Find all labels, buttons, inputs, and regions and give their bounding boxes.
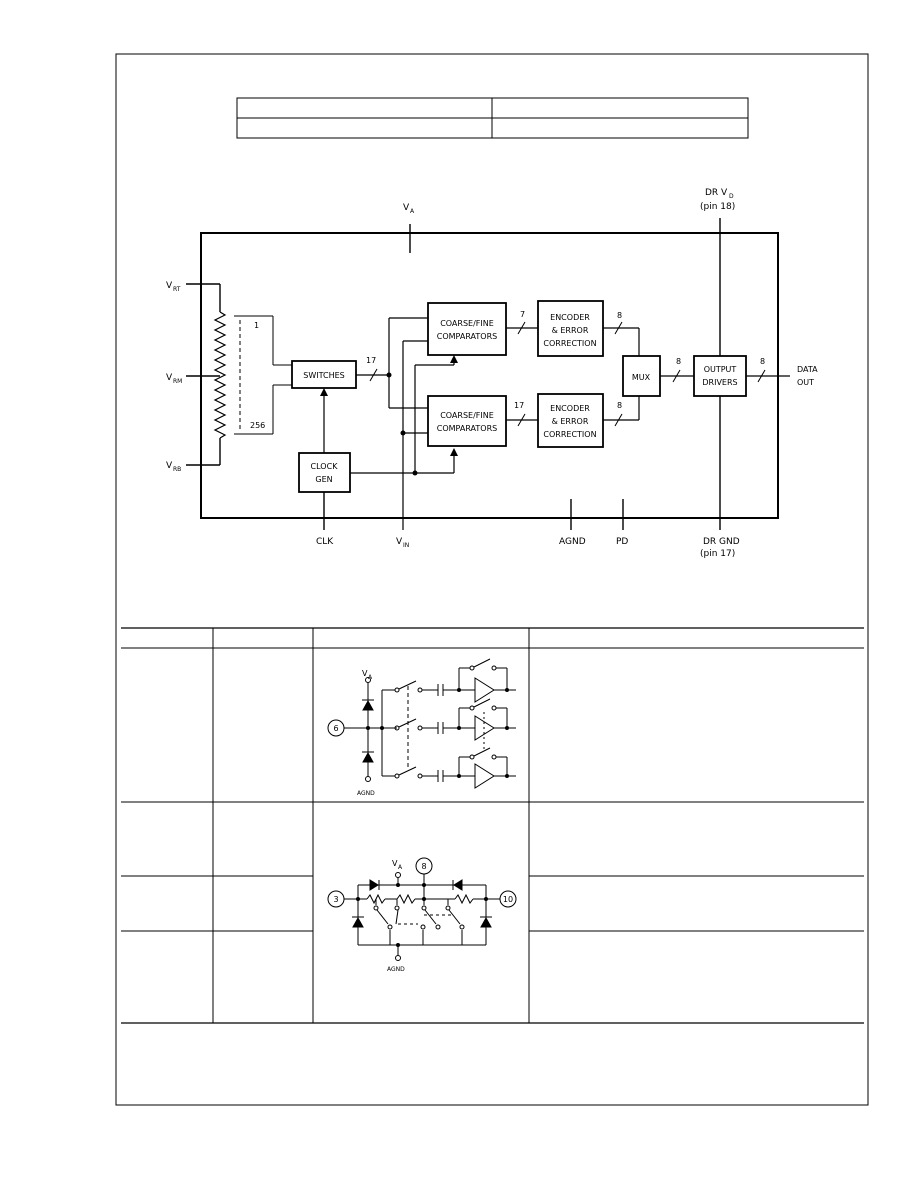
vrb-sub: RB	[173, 466, 181, 473]
enc-top-2: & ERROR	[552, 326, 589, 335]
enc-bot-3: CORRECTION	[543, 430, 596, 439]
bus-enc-top: 8	[617, 311, 622, 320]
block-diagram: V A DR V D (pin 18) V RT V RM V RB	[166, 188, 818, 559]
bus-out: 8	[760, 357, 765, 366]
s1-va: V	[362, 669, 368, 678]
vrt-label: V	[166, 281, 173, 291]
s2-pin-right: 10	[503, 895, 513, 904]
s2-pin-left: 3	[333, 895, 338, 904]
clock-text-2: GEN	[315, 475, 332, 484]
comparators-bottom	[427, 395, 507, 447]
mux-text: MUX	[632, 373, 651, 382]
input-equivalent-circuit	[327, 658, 516, 789]
pd-label: PD	[616, 537, 628, 547]
clock-text-1: CLOCK	[311, 462, 339, 471]
resistor-ladder	[213, 311, 227, 439]
clock-gen-block	[298, 452, 351, 493]
bus-mux-out: 8	[676, 357, 681, 366]
vrt-sub: RT	[173, 286, 181, 293]
s2-va-sub: A	[398, 864, 403, 871]
drvd-label: DR V	[705, 188, 728, 198]
bus-comp-top: 7	[520, 310, 525, 319]
comp-top-2: COMPARATORS	[437, 332, 497, 341]
bus-sw-out: 17	[366, 356, 376, 365]
vrm-sub: RM	[173, 378, 182, 385]
comparators-top	[427, 302, 507, 356]
clk-label: CLK	[316, 537, 334, 547]
s1-va-sub: A	[368, 674, 373, 681]
enc-top-3: CORRECTION	[543, 339, 596, 348]
enc-bot-2: & ERROR	[552, 417, 589, 426]
out-text-2: DRIVERS	[702, 378, 737, 387]
va-sub: A	[410, 208, 415, 215]
bus-enc-bot: 8	[617, 401, 622, 410]
comp-top-1: COARSE/FINE	[440, 319, 494, 328]
va-label: V	[403, 203, 410, 213]
comp-bot-2: COMPARATORS	[437, 424, 497, 433]
switches-text: SWITCHES	[303, 371, 345, 380]
header-table	[236, 97, 749, 139]
drvd-pin: (pin 18)	[700, 202, 735, 212]
agnd-label: AGND	[559, 537, 586, 547]
ladder-top: 1	[254, 321, 259, 330]
page-frame	[115, 53, 869, 1106]
s2-va: V	[392, 859, 398, 868]
data-out-2: OUT	[797, 378, 814, 387]
mux-block	[622, 355, 661, 397]
data-out-1: DATA	[797, 365, 818, 374]
encoder-bottom	[537, 393, 604, 448]
drgnd-pin: (pin 17)	[700, 549, 735, 559]
vin-label: V	[396, 537, 403, 547]
drvd-sub: D	[729, 193, 734, 200]
reference-equivalent-circuit	[327, 857, 517, 961]
s1-gnd: AGND	[357, 790, 375, 797]
pin-table	[121, 627, 864, 1024]
enc-bot-1: ENCODER	[550, 404, 590, 413]
comp-bot-1: COARSE/FINE	[440, 411, 494, 420]
enc-top-1: ENCODER	[550, 313, 590, 322]
bus-comp-bot: 17	[514, 401, 524, 410]
s2-gnd: AGND	[387, 966, 405, 973]
s1-pin: 6	[333, 724, 338, 733]
out-text-1: OUTPUT	[704, 365, 737, 374]
vrb-label: V	[166, 461, 173, 471]
s2-pin-mid: 8	[421, 862, 426, 871]
vrm-label: V	[166, 373, 173, 383]
ladder-bottom: 256	[250, 421, 265, 430]
vin-sub: IN	[403, 542, 409, 549]
output-drivers-block	[693, 355, 747, 397]
drgnd-label: DR GND	[703, 537, 740, 547]
